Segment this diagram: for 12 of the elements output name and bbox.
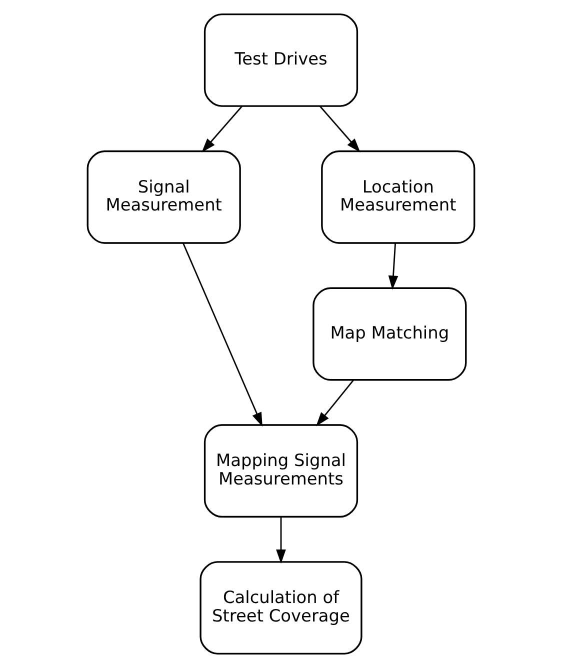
arrow (316, 380, 354, 426)
node-box: Location Measurement (320, 150, 475, 244)
arrow (318, 106, 360, 152)
arrow (201, 106, 242, 152)
node-box: Mapping Signal Measurements (203, 424, 358, 518)
arrow (388, 243, 398, 290)
node-box: Test Drives (203, 13, 358, 107)
node-box: Calculation of Street Coverage (199, 561, 362, 655)
node-box: Map Matching (312, 287, 466, 381)
arrow (276, 516, 286, 564)
arrow (182, 242, 262, 427)
node-box: Signal Measurement (86, 150, 240, 244)
